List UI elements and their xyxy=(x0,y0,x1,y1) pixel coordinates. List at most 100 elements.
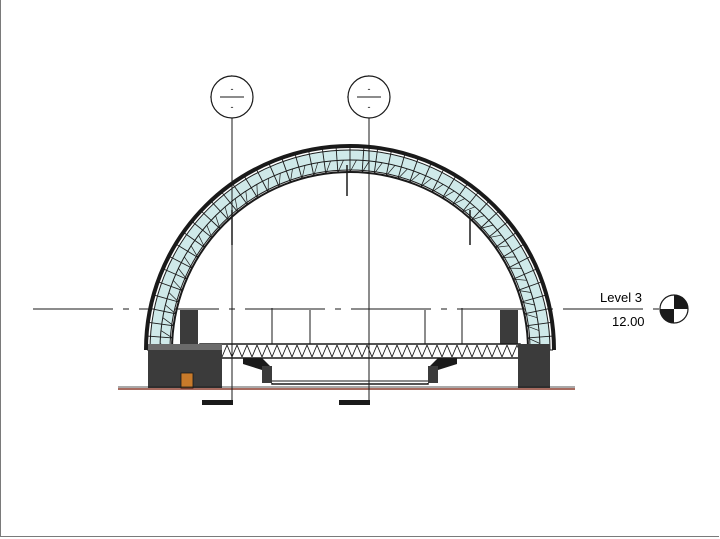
left-solid-column xyxy=(180,310,198,350)
floor-truss-diagonal xyxy=(276,344,283,358)
floor-truss-diagonal xyxy=(476,344,483,358)
level-elevation-label: 12.00 xyxy=(612,314,645,329)
arch-truss-strut xyxy=(420,163,432,187)
arch-truss-diagonal xyxy=(409,172,420,183)
arch-truss-strut xyxy=(335,147,339,173)
arch-truss-strut xyxy=(192,221,213,239)
arch-truss-strut xyxy=(409,158,419,183)
arch-truss-strut xyxy=(487,221,508,239)
arch-truss-strut xyxy=(281,158,291,183)
arch-truss-strut xyxy=(294,154,303,179)
floor-truss-diagonal xyxy=(271,344,278,358)
arch-truss-strut xyxy=(256,169,269,193)
floor-truss-diagonal xyxy=(441,344,448,358)
arch-truss-strut xyxy=(308,151,315,176)
arch-truss-strut xyxy=(361,147,365,173)
arch-truss-diagonal xyxy=(462,206,476,213)
floor-truss-diagonal xyxy=(396,344,403,358)
floor-truss-diagonal xyxy=(381,344,388,358)
arch-truss-diagonal xyxy=(168,292,179,303)
arch-truss-strut xyxy=(232,183,248,205)
arch-truss-diagonal xyxy=(502,256,516,258)
arch-glazing-band xyxy=(149,149,551,351)
arch-truss-diagonal xyxy=(349,159,357,173)
floor-truss xyxy=(199,343,523,359)
arch-truss-diagonal xyxy=(162,317,174,327)
arch-truss-strut xyxy=(524,308,549,315)
arch-structure xyxy=(144,144,556,351)
arch-truss-strut xyxy=(471,201,489,221)
floor-truss-diagonal xyxy=(361,344,368,358)
arch-truss-strut xyxy=(507,256,531,269)
arch-truss-diagonal xyxy=(524,313,538,319)
section-bottom-label-right: - xyxy=(368,102,371,112)
sunken-basin xyxy=(271,380,429,385)
floor-truss-diagonal xyxy=(336,344,343,358)
floor-truss-diagonal xyxy=(376,344,383,358)
arch-truss-diagonal xyxy=(245,191,248,205)
floor-truss-diagonal xyxy=(236,344,243,358)
floor-truss-diagonal xyxy=(496,344,503,358)
arch-truss-diagonal xyxy=(301,165,306,179)
left-stepped-support xyxy=(243,358,272,383)
arch-truss-strut xyxy=(461,192,479,213)
arch-truss-diagonal xyxy=(325,160,331,174)
floor-truss-diagonal xyxy=(426,344,433,358)
arch-truss-diagonal xyxy=(452,198,465,205)
floor-truss-diagonal xyxy=(356,344,363,358)
floor-truss-diagonal xyxy=(296,344,303,358)
arch-truss-strut xyxy=(495,232,517,248)
arch-middle-chord xyxy=(159,159,541,351)
section-tail-left xyxy=(202,400,233,405)
floor-truss-diagonal xyxy=(431,344,438,358)
arch-truss-diagonal xyxy=(397,168,408,179)
arch-truss-diagonal xyxy=(278,173,281,187)
arch-truss-diagonal xyxy=(206,224,213,238)
arch-truss-strut xyxy=(526,321,552,327)
floor-truss-diagonal xyxy=(451,344,458,358)
arch-truss-strut xyxy=(201,211,221,229)
arch-truss-diagonal xyxy=(165,304,176,315)
arch-truss-strut xyxy=(442,176,456,199)
left-base-stripe xyxy=(148,344,222,350)
floor-truss-diagonal xyxy=(416,344,423,358)
section-marker-left[interactable]: - - xyxy=(202,75,254,405)
arch-truss-strut xyxy=(151,308,176,315)
floor-truss-diagonal xyxy=(281,344,288,358)
floor-truss-diagonal xyxy=(511,344,518,358)
floor-truss-diagonal xyxy=(266,344,273,358)
section-marker-right[interactable]: - - xyxy=(339,75,391,405)
arch-truss-strut xyxy=(183,232,205,248)
arch-truss-diagonal xyxy=(184,256,193,269)
right-stepped-support xyxy=(428,358,457,383)
arch-truss-strut xyxy=(517,281,542,291)
arch-truss-strut xyxy=(244,176,258,199)
floor-truss-diagonal xyxy=(401,344,408,358)
floor-truss-diagonal xyxy=(261,344,268,358)
section-tail-right xyxy=(339,400,370,405)
arch-truss-strut xyxy=(513,268,537,280)
arch-truss-diagonal xyxy=(178,268,187,280)
floor-truss-diagonal xyxy=(351,344,358,358)
mullions xyxy=(271,308,463,344)
floor-truss-diagonal xyxy=(331,344,338,358)
arch-truss-strut xyxy=(373,148,379,174)
arch-truss-strut xyxy=(527,335,553,339)
floor-truss-diagonal xyxy=(481,344,488,358)
section-bottom-label-left: - xyxy=(231,102,234,112)
floor-truss-diagonal xyxy=(326,344,333,358)
floor-truss-diagonal xyxy=(246,344,253,358)
arch-truss-strut xyxy=(431,169,444,193)
level-symbol[interactable] xyxy=(659,294,689,324)
right-base-block xyxy=(518,344,550,388)
arch-truss-strut xyxy=(154,294,179,303)
arch-truss-diagonal xyxy=(521,301,535,306)
floor-truss-diagonal xyxy=(501,344,508,358)
floor-truss-diagonal xyxy=(436,344,443,358)
floor-truss-diagonal xyxy=(371,344,378,358)
arch-truss-diagonal xyxy=(513,278,527,281)
arch-truss-strut xyxy=(521,294,546,303)
arch-truss-diagonal xyxy=(442,190,455,199)
arch-truss-diagonal xyxy=(160,330,173,339)
